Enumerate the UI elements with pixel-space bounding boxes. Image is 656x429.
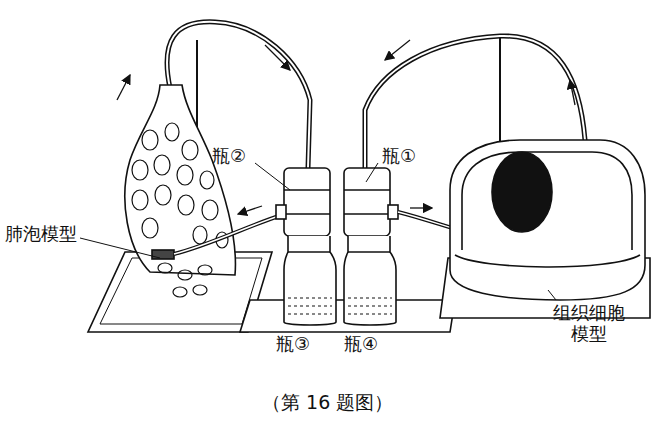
part-label: 肺泡模型 [5, 224, 77, 245]
part-label: 瓶① [382, 146, 416, 167]
figure-caption: （第 16 题图） [262, 392, 393, 414]
part-label: 组织细胞模型 [548, 303, 630, 344]
part-label: 瓶② [212, 146, 246, 167]
part-label: 瓶④ [344, 334, 378, 355]
part-label: 瓶③ [276, 334, 310, 355]
